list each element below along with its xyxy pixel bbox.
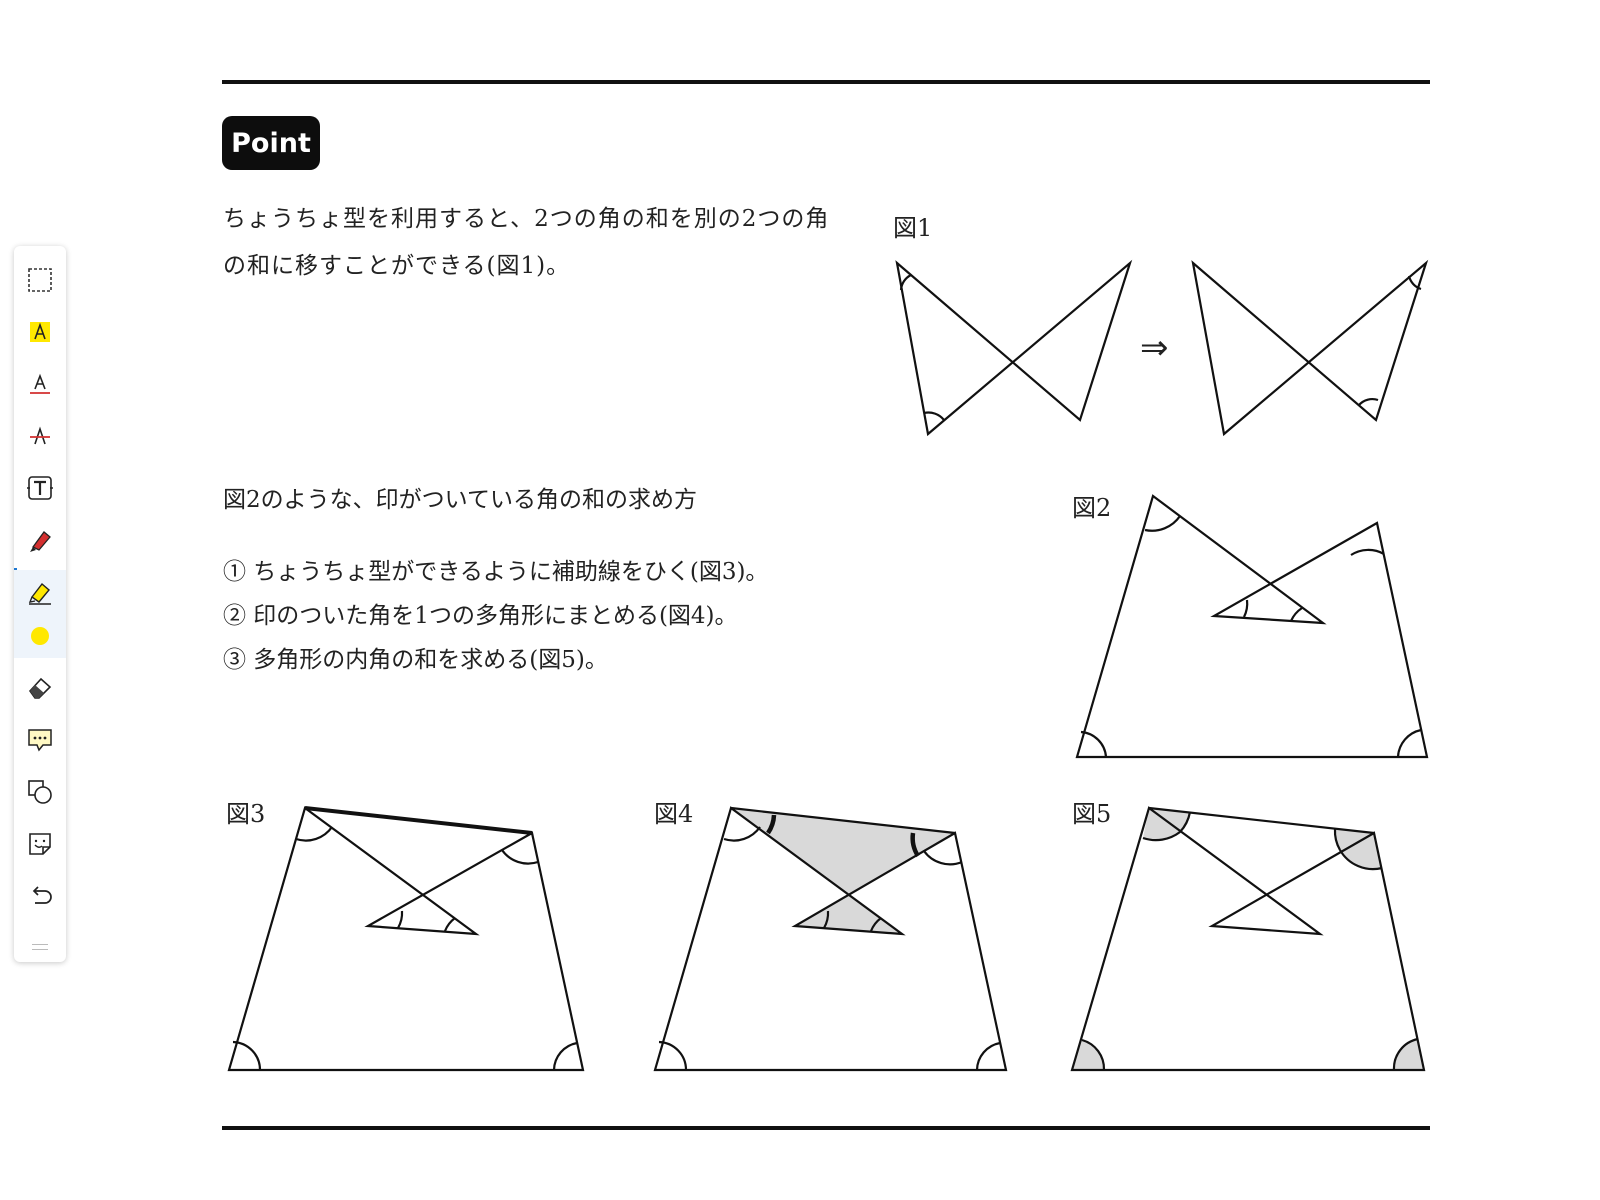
highlight-a-icon xyxy=(30,322,50,342)
fig2-label: 図2 xyxy=(1072,494,1112,522)
red-pen-icon xyxy=(30,531,51,552)
steps-list: ① ちょうちょ型ができるように補助線をひく(図3)。 ② 印のついた角を1つの多… xyxy=(223,550,768,682)
step-1: ① ちょうちょ型ができるように補助線をひく(図3)。 xyxy=(223,559,769,585)
fig5-shape xyxy=(1070,806,1426,1072)
intro-line-2: の和に移すことができる(図1)。 xyxy=(223,253,571,279)
underline-a-icon xyxy=(30,373,50,394)
eraser-icon xyxy=(28,677,52,699)
fig1-label: 図1 xyxy=(893,214,933,242)
fig3-shape xyxy=(227,806,585,1072)
sticker-button[interactable] xyxy=(14,822,66,866)
intro-text: ちょうちょ型を利用すると、2つの角の和を別の2つの角 の和に移すことができる(図… xyxy=(223,196,863,290)
highlight-text-button[interactable] xyxy=(14,310,66,354)
text-box-button[interactable] xyxy=(14,466,66,510)
shapes-button[interactable] xyxy=(14,770,66,814)
intro-line-1: ちょうちょ型を利用すると、2つの角の和を別の2つの角 xyxy=(223,206,830,232)
strike-a-icon xyxy=(30,426,50,445)
highlighter-tool-button[interactable] xyxy=(14,570,66,614)
yellow-dot-icon xyxy=(31,627,49,645)
underline-button[interactable] xyxy=(14,362,66,406)
transform-arrow: ⇒ xyxy=(1140,328,1169,368)
pen-tool-button[interactable] xyxy=(14,518,66,562)
yellow-highlighter-icon xyxy=(28,582,51,605)
top-rule xyxy=(222,80,1430,84)
point-badge: Point xyxy=(222,116,320,170)
fig1-left-butterfly xyxy=(895,259,1133,437)
dashed-rect-icon xyxy=(28,268,52,292)
comment-icon xyxy=(28,729,52,752)
fig5-label: 図5 xyxy=(1072,800,1112,828)
comment-button[interactable] xyxy=(14,718,66,762)
strikethrough-button[interactable] xyxy=(14,414,66,458)
shapes-icon xyxy=(28,780,52,804)
drag-handle-icon[interactable] xyxy=(32,944,48,950)
fig3-label: 図3 xyxy=(226,800,266,828)
fig1-right-butterfly xyxy=(1191,259,1429,437)
select-tool-button[interactable] xyxy=(14,258,66,302)
undo-icon xyxy=(32,886,52,904)
text-box-icon xyxy=(27,476,53,500)
step-2: ② 印のついた角を1つの多角形にまとめる(図4)。 xyxy=(223,603,738,629)
color-picker-button[interactable] xyxy=(14,614,66,658)
undo-button[interactable] xyxy=(14,874,66,918)
annotation-toolbar xyxy=(14,246,66,962)
eraser-button[interactable] xyxy=(14,666,66,710)
step-3: ③ 多角形の内角の和を求める(図5)。 xyxy=(223,647,608,673)
bottom-rule xyxy=(222,1126,1430,1130)
fig4-label: 図4 xyxy=(654,800,694,828)
fig4-shape xyxy=(653,806,1008,1072)
sticker-icon xyxy=(29,833,51,855)
fig2-shape xyxy=(1075,494,1429,759)
section-title: 図2のような、印がついている角の和の求め方 xyxy=(223,487,697,513)
